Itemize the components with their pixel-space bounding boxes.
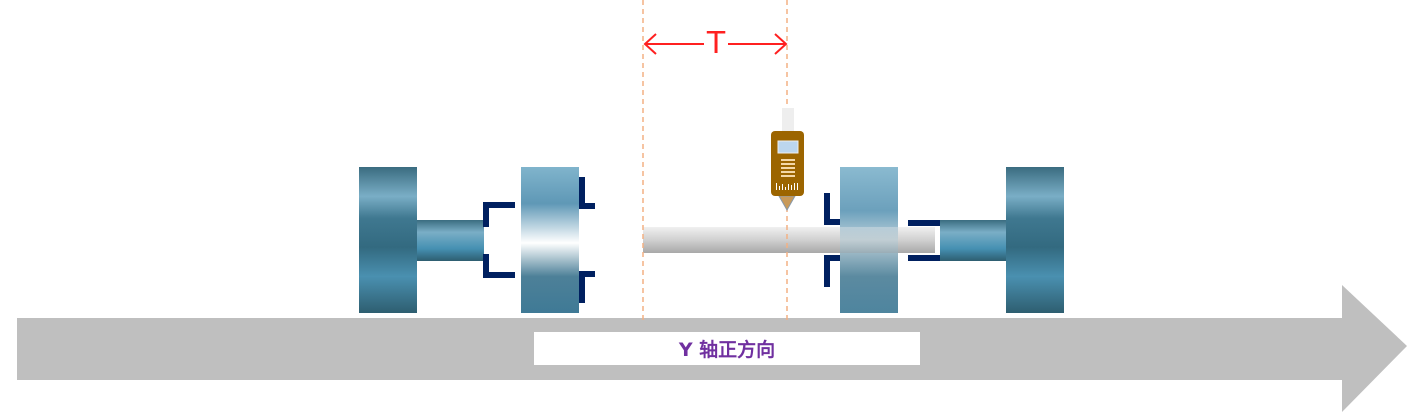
right-chuck <box>643 167 1064 313</box>
left-chuck <box>359 167 595 313</box>
probe-icon <box>771 108 804 212</box>
distance-label: T <box>704 28 728 60</box>
axis-direction-label: Y 轴正方向 <box>534 332 920 365</box>
